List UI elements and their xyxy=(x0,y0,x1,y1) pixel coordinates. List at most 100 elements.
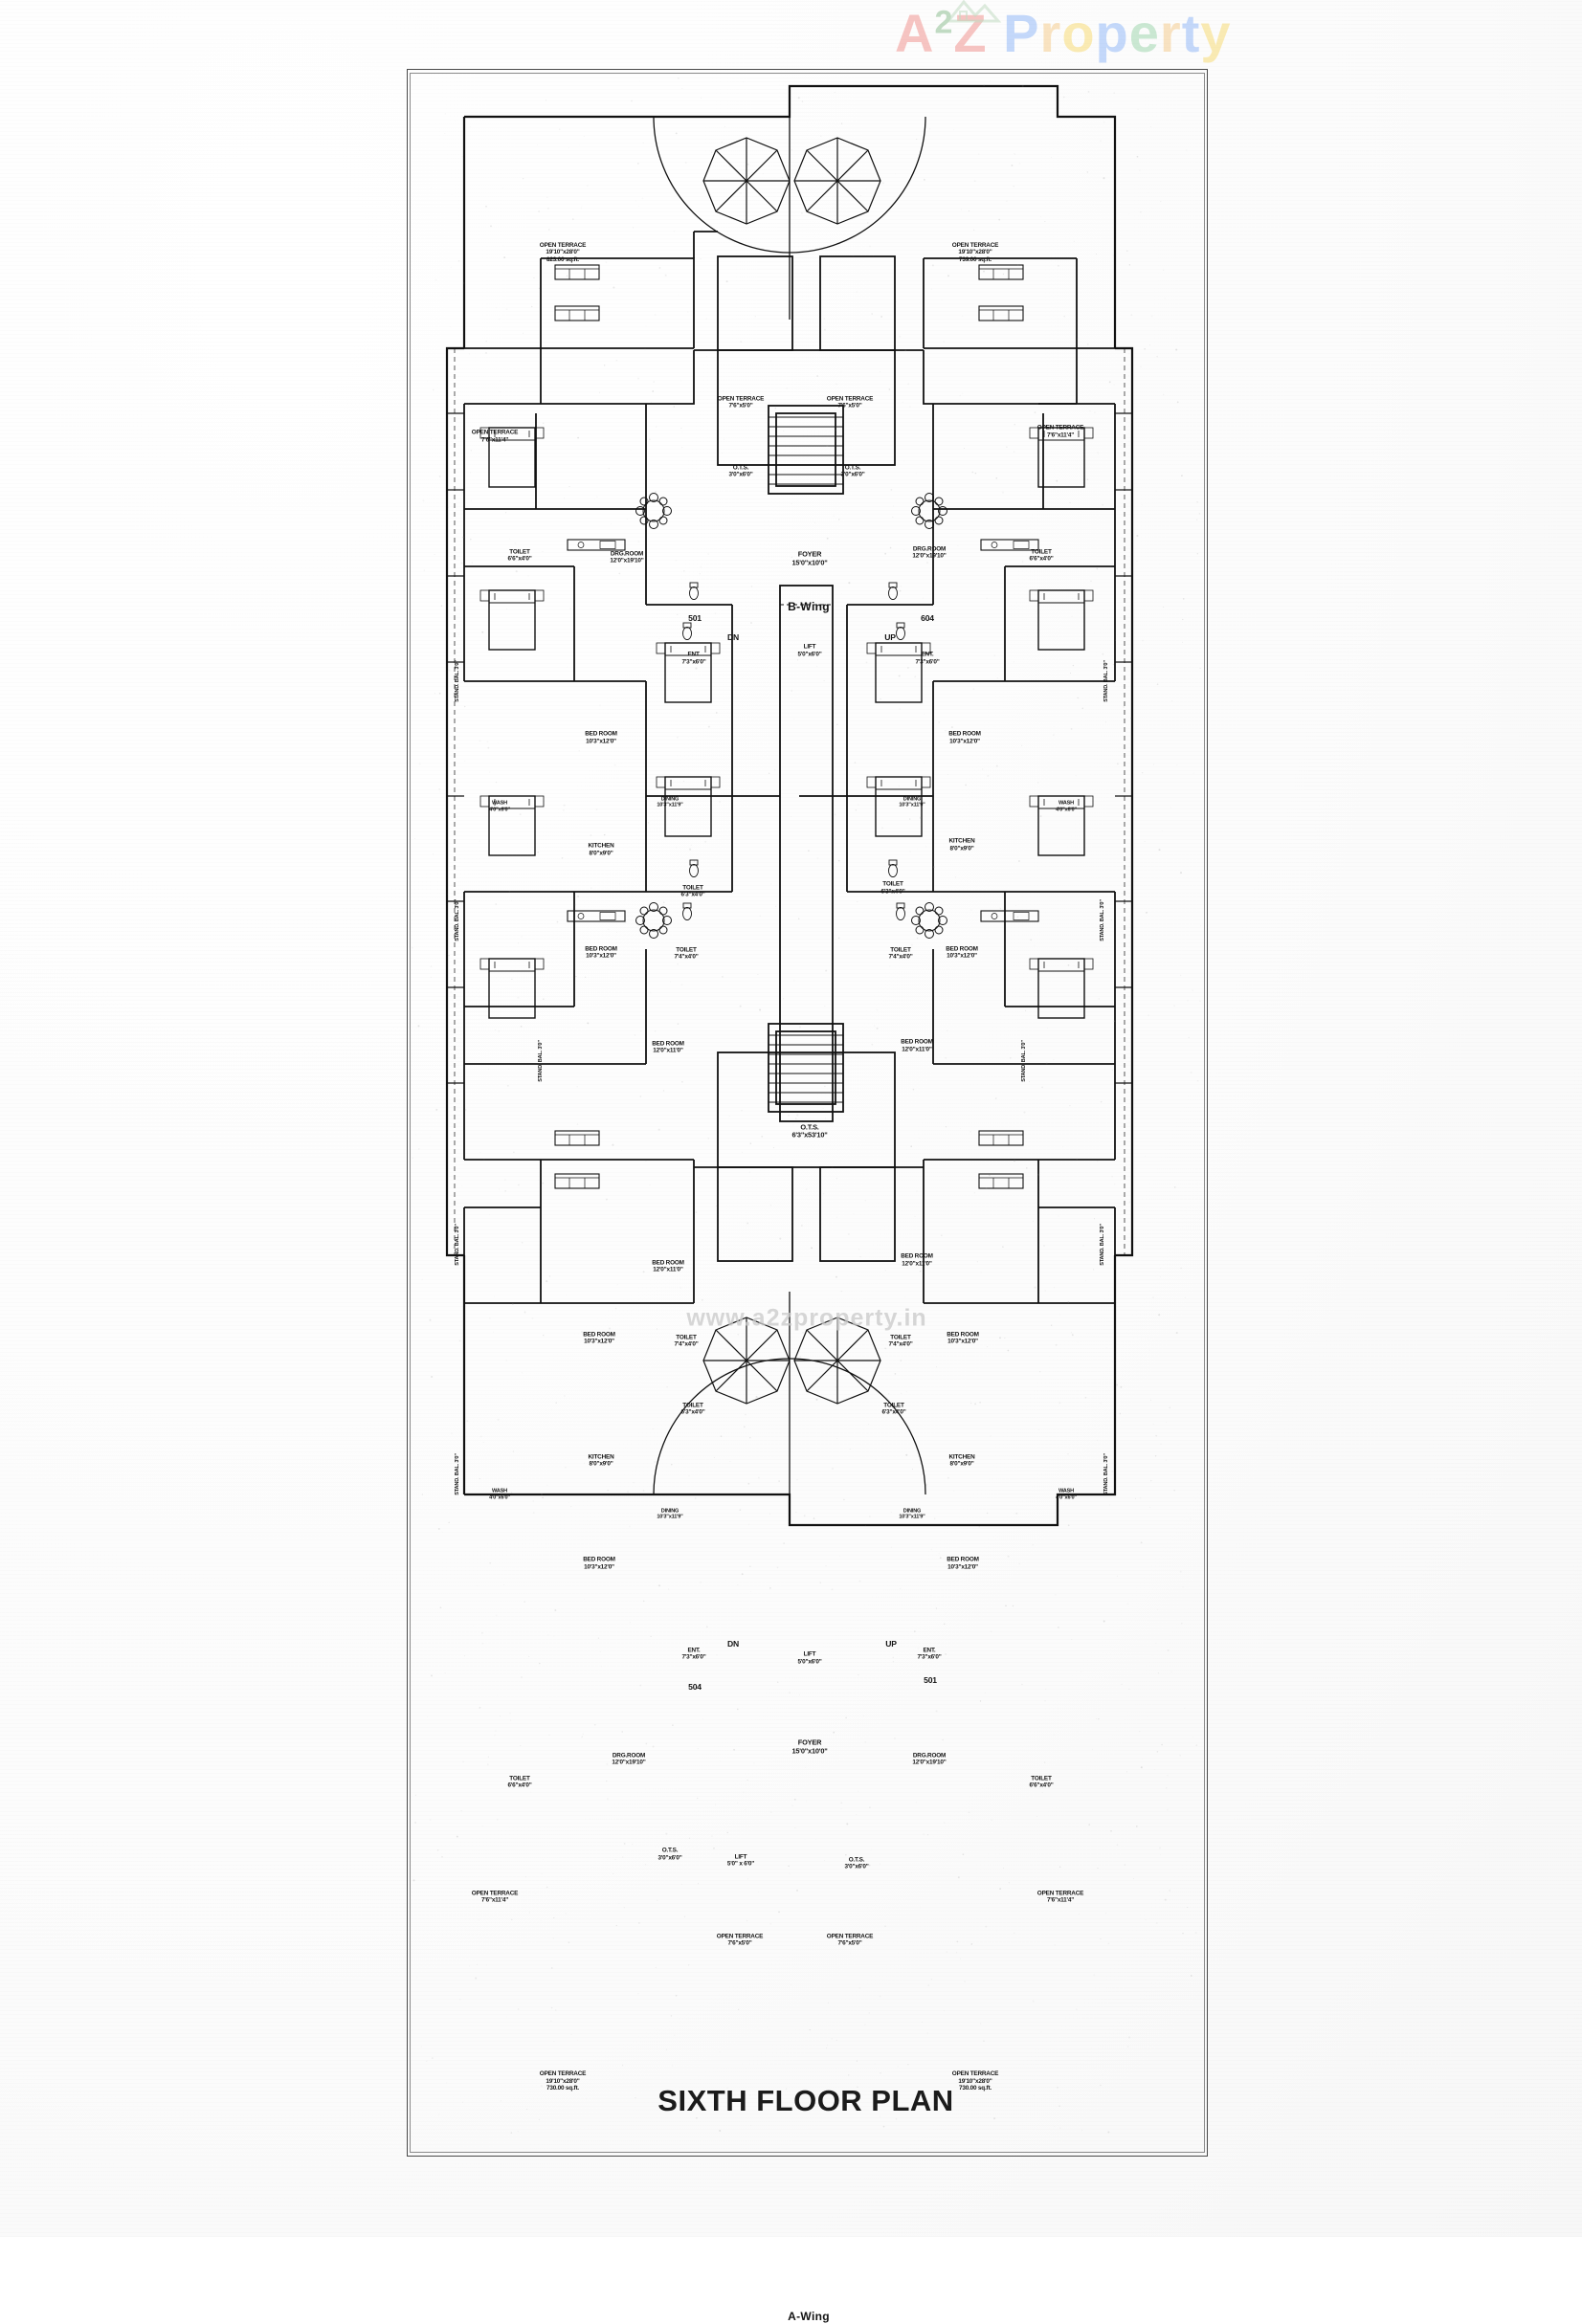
room-label: ENT.7'3"x6'0" xyxy=(681,1647,705,1661)
room-name: BED ROOM xyxy=(947,1557,979,1563)
room-name: OPEN TERRACE xyxy=(540,242,586,249)
room-name: ENT. xyxy=(915,652,939,658)
a2z-property-logo: A2Z Property xyxy=(895,2,1232,64)
logo-letter-r: r xyxy=(1040,3,1062,63)
room-name: BED ROOM xyxy=(585,945,617,952)
unit-number: 604 xyxy=(921,614,934,624)
room-name: TOILET xyxy=(680,884,704,891)
room-name: OPEN TERRACE xyxy=(718,396,764,403)
room-name: ENT. xyxy=(681,1647,705,1653)
room-dimension: 4'0"x6'0" xyxy=(489,1494,510,1500)
room-name: TOILET xyxy=(888,1335,912,1341)
room-label: ENT.7'3"x6'0" xyxy=(915,652,939,666)
room-name: TOILET xyxy=(881,1402,905,1408)
room-dimension: 12'0"x11'0" xyxy=(901,1046,933,1052)
room-dimension: 6'3"x4'0" xyxy=(680,1409,704,1416)
balcony-label: STAND. BAL. 3'0" xyxy=(538,1040,544,1082)
room-name: LIFT xyxy=(797,644,821,651)
room-dimension: 7'6"x11'4" xyxy=(1037,1897,1083,1904)
room-dimension: 15'0"x10'0" xyxy=(791,559,827,567)
unit-number: 501 xyxy=(924,1676,937,1686)
room-dimension: 5'0" x 6'0" xyxy=(727,1861,754,1868)
room-dimension: 7'4"x4'0" xyxy=(888,954,912,961)
logo-letter-p2: p xyxy=(1096,3,1129,63)
room-dimension: 5'0"x6'0" xyxy=(797,651,821,657)
room-name: TOILET xyxy=(674,947,698,954)
room-dimension: 10'3"x12'0" xyxy=(585,738,617,744)
balcony-label: STAND. BAL. 3'0" xyxy=(1100,899,1105,941)
room-label: O.T.S.3'0"x6'0" xyxy=(657,1848,681,1862)
room-dimension: 7'3"x6'0" xyxy=(681,658,705,665)
room-name: TOILET xyxy=(888,947,912,954)
room-dimension: 6'6"x4'0" xyxy=(507,556,531,563)
room-dimension: 8'0"x9'0" xyxy=(588,850,613,856)
room-name: OPEN TERRACE xyxy=(472,430,518,436)
room-dimension: 10'3"x11'9" xyxy=(657,1515,682,1520)
room-name: DRG.ROOM xyxy=(912,545,946,552)
room-dimension: 7'6"x5'0" xyxy=(827,1940,873,1947)
room-name: BED ROOM xyxy=(652,1259,684,1266)
balcony-label: STAND. BAL. 3'0" xyxy=(1103,1454,1109,1496)
room-dimension: 3'0"x6'0" xyxy=(657,1854,681,1861)
room-dimension: 12'0"x19'10" xyxy=(610,558,643,564)
logo-letter-e: e xyxy=(1129,3,1160,63)
room-dimension: 10'3"x11'9" xyxy=(657,803,682,808)
room-name: KITCHEN xyxy=(948,838,974,845)
room-dimension: 15'0"x10'0" xyxy=(791,1747,827,1756)
room-dimension: 8'0"x9'0" xyxy=(948,845,974,852)
unit-number: 504 xyxy=(688,1683,702,1693)
room-name: LIFT xyxy=(727,1853,754,1860)
room-dimension: 4'0"x6'0" xyxy=(1056,1494,1077,1500)
balcony-label: STAND. BAL. 3'0" xyxy=(1103,660,1109,702)
room-dimension: 12'0"x11'0" xyxy=(652,1048,684,1054)
room-dimension: 6'6"x4'0" xyxy=(1029,1782,1053,1789)
room-dimension: 8'0"x9'0" xyxy=(588,1461,613,1468)
stair-direction-marker: DN xyxy=(727,633,739,643)
room-dimension: 6'3"x4'0" xyxy=(880,888,904,895)
balcony-label: STAND. BAL. 3'0" xyxy=(455,1224,460,1266)
balcony-label: STAND. BAL. 3'0" xyxy=(455,660,460,702)
room-dimension: 19'10"x28'0" xyxy=(540,2077,586,2084)
room-label: O.T.S.3'0"x6'0" xyxy=(844,1857,868,1871)
room-name: LIFT xyxy=(797,1651,821,1658)
room-name: DRG.ROOM xyxy=(610,550,643,557)
room-dimension: 6'6"x4'0" xyxy=(1029,556,1053,563)
room-name: OPEN TERRACE xyxy=(540,2070,586,2077)
room-label: ENT.7'3"x6'0" xyxy=(917,1647,941,1661)
room-dimension: 7'6"x11'4" xyxy=(1037,432,1083,438)
room-name: KITCHEN xyxy=(588,1454,613,1461)
room-label: O.T.S.3'0"x6'0" xyxy=(840,465,864,479)
room-dimension: 7'4"x4'0" xyxy=(888,1341,912,1348)
room-name: TOILET xyxy=(1029,549,1053,556)
room-dimension: 7'4"x4'0" xyxy=(674,954,698,961)
wing-label: B-Wing xyxy=(788,602,830,615)
stair-direction-marker: DN xyxy=(727,1640,739,1649)
logo-letter-t: t xyxy=(1182,3,1201,63)
room-label: O.T.S.6'3"x53'10" xyxy=(791,1123,827,1140)
room-dimension: 4'0"x6'0" xyxy=(489,807,510,812)
room-dimension: 12'0"x19'10" xyxy=(912,1760,946,1766)
room-name: BED ROOM xyxy=(946,945,978,952)
room-area: 730.00 sq.ft. xyxy=(952,2085,998,2092)
balcony-label: STAND. BAL. 3'0" xyxy=(455,1454,460,1496)
wing-label: A-Wing xyxy=(788,2311,830,2324)
balcony-label: STAND. BAL. 3'0" xyxy=(1021,1040,1027,1082)
